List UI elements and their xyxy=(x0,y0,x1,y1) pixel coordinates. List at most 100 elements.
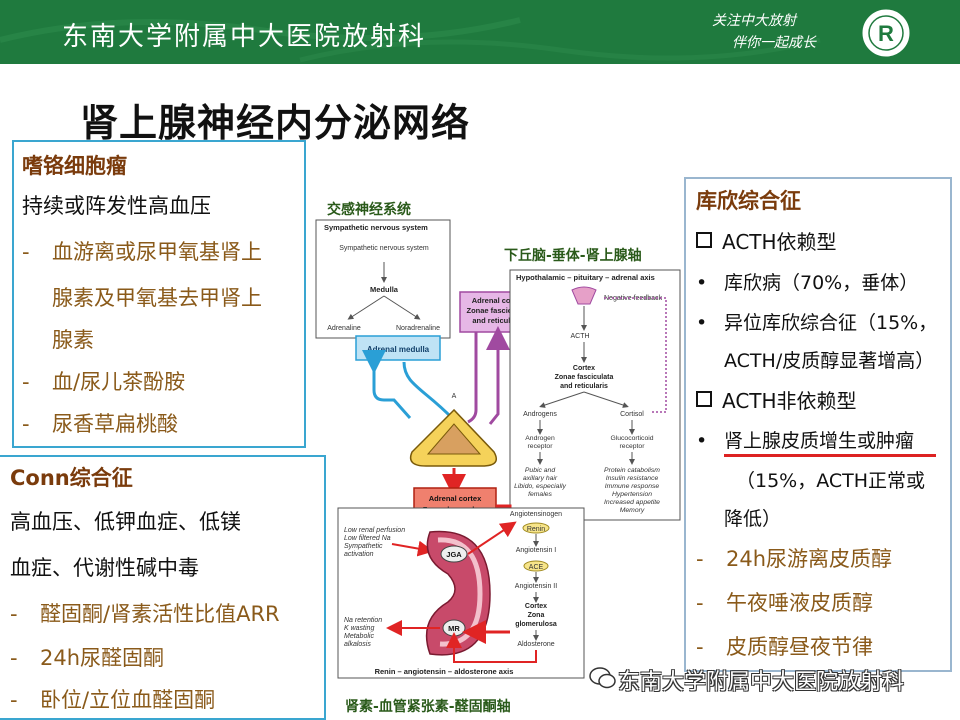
pheo-heading: 嗜铬细胞瘤 xyxy=(22,154,127,178)
adrenaline-label: Adrenaline xyxy=(327,325,361,332)
caption-hpa-axis: 下丘脑-垂体-肾上腺轴 xyxy=(504,248,642,264)
hpa-panel-title: Hypothalamic – pituitary – adrenal axis xyxy=(516,273,655,282)
list-item: -午夜唾液皮质醇 xyxy=(696,591,873,615)
svg-text:Libido, especially: Libido, especially xyxy=(514,483,566,490)
slogan-line-1: 关注中大放射 xyxy=(712,13,796,29)
list-item: 腺素 xyxy=(52,328,94,352)
svg-text:axillary hair: axillary hair xyxy=(523,475,558,482)
svg-text:receptor: receptor xyxy=(528,443,554,450)
svg-text:alkalosis: alkalosis xyxy=(344,641,371,648)
list-item: -24h尿醛固酮 xyxy=(10,646,165,670)
svg-text:K wasting: K wasting xyxy=(344,625,374,632)
hospital-logo: R xyxy=(861,8,911,58)
svg-text:Protein catabolism: Protein catabolism xyxy=(604,467,660,474)
svg-text:ACE: ACE xyxy=(529,564,544,571)
svg-text:glomerulosa: glomerulosa xyxy=(515,621,557,628)
svg-text:Low renal perfusion: Low renal perfusion xyxy=(344,527,405,534)
aldosterone-label: Aldosterone xyxy=(517,641,554,648)
pheochromocytoma-box xyxy=(12,140,306,448)
svg-text:MR: MR xyxy=(448,624,460,633)
cushing-heading: 库欣综合征 xyxy=(696,189,801,213)
sns-panel xyxy=(315,219,451,339)
svg-text:Metabolic: Metabolic xyxy=(344,633,374,640)
angiotensin-2-label: Angiotensin II xyxy=(515,583,557,590)
conn-heading: Conn综合征 xyxy=(10,466,133,490)
hospital-name: 东南大学附属中大医院放射科 xyxy=(62,22,427,52)
svg-text:receptor: receptor xyxy=(620,443,646,450)
sns-node: Sympathetic nervous system xyxy=(339,245,429,252)
svg-text:and reticularis: and reticularis xyxy=(472,316,523,325)
svg-text:activation: activation xyxy=(344,551,374,558)
cushing-syndrome-box xyxy=(684,177,952,672)
checkbox-square-icon xyxy=(696,232,712,248)
cortex-arrow-in xyxy=(467,332,478,424)
adrenal-gland-inner xyxy=(426,423,482,455)
pituitary-icon xyxy=(571,286,597,305)
list-item: -24h尿游离皮质醇 xyxy=(696,547,893,571)
conn-main-1: 高血压、低钾血症、低镁 xyxy=(10,510,241,534)
svg-text:Low filtered Na: Low filtered Na xyxy=(344,535,391,542)
conn-syndrome-box xyxy=(0,455,326,720)
slogan: 关注中大放射 伴你一起成长 xyxy=(712,10,816,54)
svg-text:Increased appetite: Increased appetite xyxy=(604,499,660,506)
svg-text:Cortex: Cortex xyxy=(525,603,547,610)
svg-text:and reticularis: and reticularis xyxy=(560,383,608,390)
adrenal-medulla-box xyxy=(355,335,441,361)
svg-text:Zonae fasciculata: Zonae fasciculata xyxy=(555,374,614,381)
svg-text:Androgen: Androgen xyxy=(525,435,555,442)
list-item: -血/尿儿茶酚胺 xyxy=(22,370,186,394)
svg-text:Adrenal cortex: Adrenal cortex xyxy=(429,494,482,503)
list-item: -尿香草扁桃酸 xyxy=(22,412,178,436)
svg-text:Glucocorticoid: Glucocorticoid xyxy=(610,435,653,442)
list-item: ACTH/皮质醇显著增高） xyxy=(724,350,935,372)
svg-text:females: females xyxy=(528,491,552,498)
cortex-arrow-out xyxy=(486,326,510,425)
ace-node xyxy=(523,560,549,572)
svg-text:Hypertension: Hypertension xyxy=(612,491,652,498)
angiotensinogen-label: Angiotensinogen xyxy=(510,511,562,518)
svg-text:Immune response: Immune response xyxy=(605,483,660,490)
wechat-icon xyxy=(589,667,616,689)
list-item: -血游离或尿甲氧基肾上 xyxy=(22,240,262,264)
svg-text:Memory: Memory xyxy=(620,507,645,514)
list-item: -醛固酮/肾素活性比值ARR xyxy=(10,602,280,626)
svg-text:Cortex: Cortex xyxy=(573,365,595,372)
header-texture xyxy=(0,17,821,63)
svg-text:Renin: Renin xyxy=(527,526,545,533)
svg-text:Adrenal cortex: Adrenal cortex xyxy=(472,296,525,305)
caption-raas: 肾素-血管紧张素-醛固酮轴 xyxy=(345,699,511,715)
raas-panel-title: Renin – angiotensin – aldosterone axis xyxy=(375,667,514,676)
svg-text:Zonae fasciculata: Zonae fasciculata xyxy=(467,306,531,315)
svg-text:Na retention: Na retention xyxy=(344,617,382,624)
watermark-text: 东南大学附属中大医院放射科 xyxy=(618,670,905,695)
slogan-line-2: 伴你一起成长 xyxy=(732,35,816,51)
list-item: 降低） xyxy=(724,508,782,530)
medulla-label: Medulla xyxy=(370,285,399,294)
checkbox-square-icon xyxy=(696,391,712,407)
logo-letter: R xyxy=(878,21,894,46)
renin-node xyxy=(522,522,550,534)
medulla-arrow xyxy=(402,361,454,420)
header-bar: 东南大学附属中大医院放射科 关注中大放射 伴你一起成长 R xyxy=(0,0,960,64)
sns-panel-title: Sympathetic nervous system xyxy=(324,223,428,232)
list-item: -皮质醇昼夜节律 xyxy=(696,635,873,659)
conn-main-2: 血症、代谢性碱中毒 xyxy=(10,556,199,580)
list-item: •肾上腺皮质增生或肿瘤 xyxy=(696,430,915,452)
acth-label: ACTH xyxy=(570,333,589,340)
medulla-output-arrow xyxy=(362,350,412,419)
noradrenaline-label: Noradrenaline xyxy=(396,325,440,332)
hpa-panel xyxy=(509,269,681,521)
svg-text:Insulin resistance: Insulin resistance xyxy=(606,475,659,482)
adrenal-medulla-label: Adrenal medulla xyxy=(367,345,430,354)
acth-independent: ACTH非依赖型 xyxy=(696,385,857,414)
adrenal-network-diagram: Sympathetic nervous system Sympathetic n… xyxy=(315,219,681,679)
cortisol-label: Cortisol xyxy=(620,411,644,418)
list-item: （15%，ACTH正常或 xyxy=(736,470,926,492)
svg-text:Zona: Zona xyxy=(528,612,545,619)
list-item: -卧位/立位血醛固酮 xyxy=(10,688,216,712)
svg-text:JGA: JGA xyxy=(446,550,462,559)
pheo-main: 持续或阵发性高血压 xyxy=(22,194,211,218)
acth-dependent: ACTH依赖型 xyxy=(696,226,837,255)
angiotensin-1-label: Angiotensin I xyxy=(516,547,557,554)
list-item: •异位库欣综合征（15%， xyxy=(696,312,938,334)
